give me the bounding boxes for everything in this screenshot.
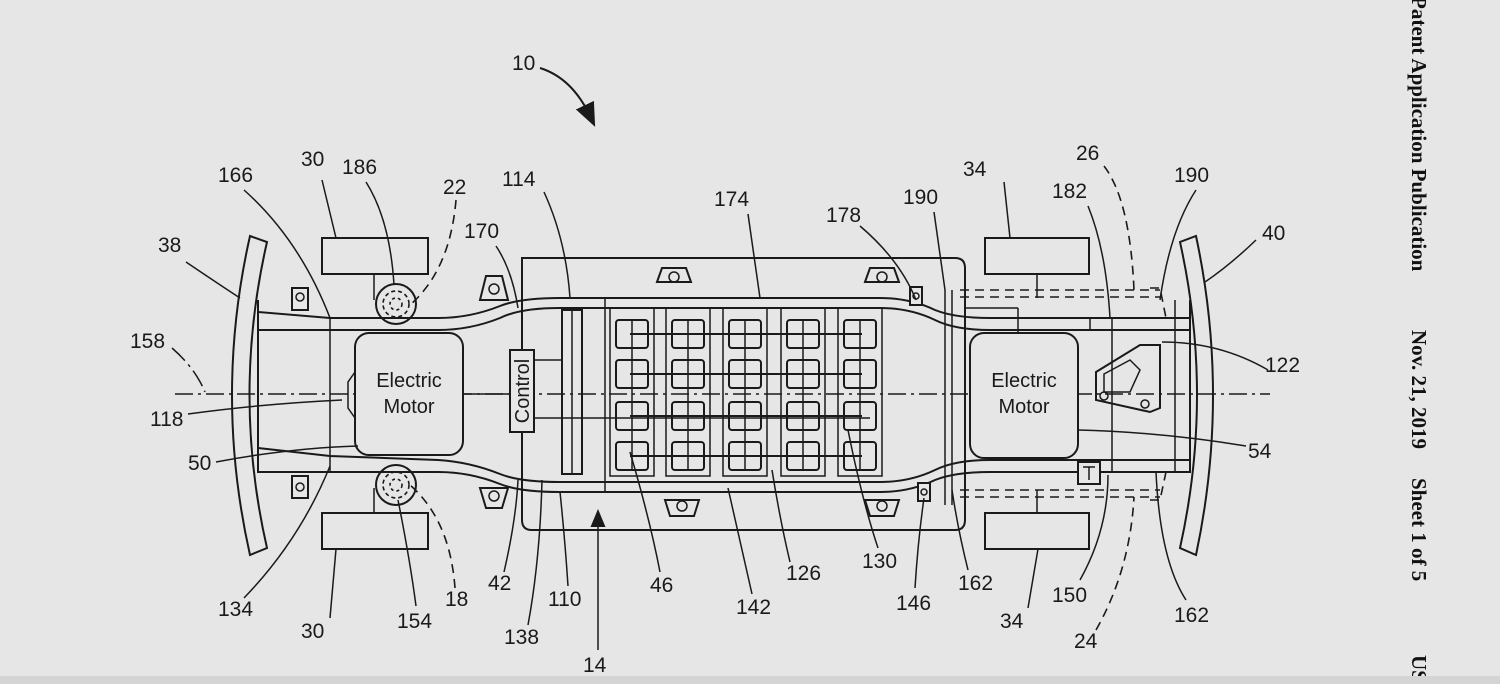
ref-42: 42: [488, 572, 511, 595]
battery-column: [780, 307, 826, 477]
ref-150: 150: [1052, 584, 1087, 607]
rear-differential-bracket: [1095, 344, 1161, 414]
battery-column: [837, 307, 883, 477]
control-unit: Control: [509, 349, 535, 433]
ref-114: 114: [502, 168, 536, 191]
ref-34-top: 34: [963, 158, 987, 181]
header-sheet: Sheet 1 of 5: [1407, 478, 1431, 581]
frame-brackets: [291, 286, 1101, 502]
reference-numerals: 10 14 18 22 24 26 30 30 34 34 38 40 42 4…: [130, 52, 1300, 677]
header-publication: Patent Application Publication: [1407, 0, 1431, 272]
header-date: Nov. 21, 2019: [1407, 330, 1431, 449]
ref-50: 50: [188, 452, 211, 475]
ref-54: 54: [1248, 440, 1272, 463]
ref-30-bottom: 30: [301, 620, 324, 643]
ref-190-right: 190: [1174, 164, 1209, 187]
ref-14: 14: [583, 654, 607, 677]
ref-166: 166: [218, 164, 253, 187]
ref-126: 126: [786, 562, 821, 585]
ref-158: 158: [130, 330, 165, 353]
ref-170: 170: [464, 220, 499, 243]
ref-146: 146: [896, 592, 931, 615]
front-motor-label-line1: Electric: [376, 370, 442, 392]
battery-module-grid: [609, 307, 883, 477]
battery-tray: [521, 257, 966, 531]
front-suspension-joints: [375, 283, 417, 506]
rear-electric-motor: Electric Motor: [969, 332, 1079, 459]
ref-138: 138: [504, 626, 539, 649]
ref-38: 38: [158, 234, 181, 257]
ref-154: 154: [397, 610, 432, 633]
ref-174: 174: [714, 188, 749, 211]
ref-130: 130: [862, 550, 897, 573]
ref-186: 186: [342, 156, 377, 179]
front-motor-label-line2: Motor: [383, 396, 434, 418]
rear-bumper: [1178, 234, 1214, 557]
ref-10: 10: [512, 52, 535, 75]
ref-110: 110: [548, 588, 581, 611]
rear-motor-label-line1: Electric: [991, 370, 1057, 392]
tires: [321, 237, 1090, 550]
ref-122: 122: [1265, 354, 1300, 377]
patent-header: Patent Application Publication Nov. 21, …: [1407, 0, 1431, 682]
ref-26: 26: [1076, 142, 1099, 165]
rear-axle-dashes: [960, 287, 1167, 501]
ref-134: 134: [218, 598, 253, 621]
bottom-edge-strip: [0, 676, 1500, 684]
battery-column: [665, 307, 711, 477]
ref-22: 22: [443, 176, 466, 199]
control-label: Control: [512, 359, 534, 423]
ref-178: 178: [826, 204, 861, 227]
ref-40: 40: [1262, 222, 1285, 245]
front-bumper: [231, 234, 269, 557]
ref-46: 46: [650, 574, 673, 597]
ref-118: 118: [150, 408, 183, 431]
tray-mount-tabs: [478, 267, 901, 517]
ref-30-top: 30: [301, 148, 324, 171]
leader-lines: [171, 67, 1269, 650]
battery-column: [722, 307, 768, 477]
ref-18: 18: [445, 588, 468, 611]
ref-182: 182: [1052, 180, 1087, 203]
battery-column: [609, 307, 655, 477]
ref-162-right: 162: [1174, 604, 1209, 627]
front-electric-motor: Electric Motor: [347, 332, 464, 456]
ref-24: 24: [1074, 630, 1098, 653]
rear-motor-label-line2: Motor: [998, 396, 1049, 418]
ref-190-left: 190: [903, 186, 938, 209]
ref-162-left: 162: [958, 572, 993, 595]
ref-34-bottom: 34: [1000, 610, 1024, 633]
ref-142: 142: [736, 596, 771, 619]
